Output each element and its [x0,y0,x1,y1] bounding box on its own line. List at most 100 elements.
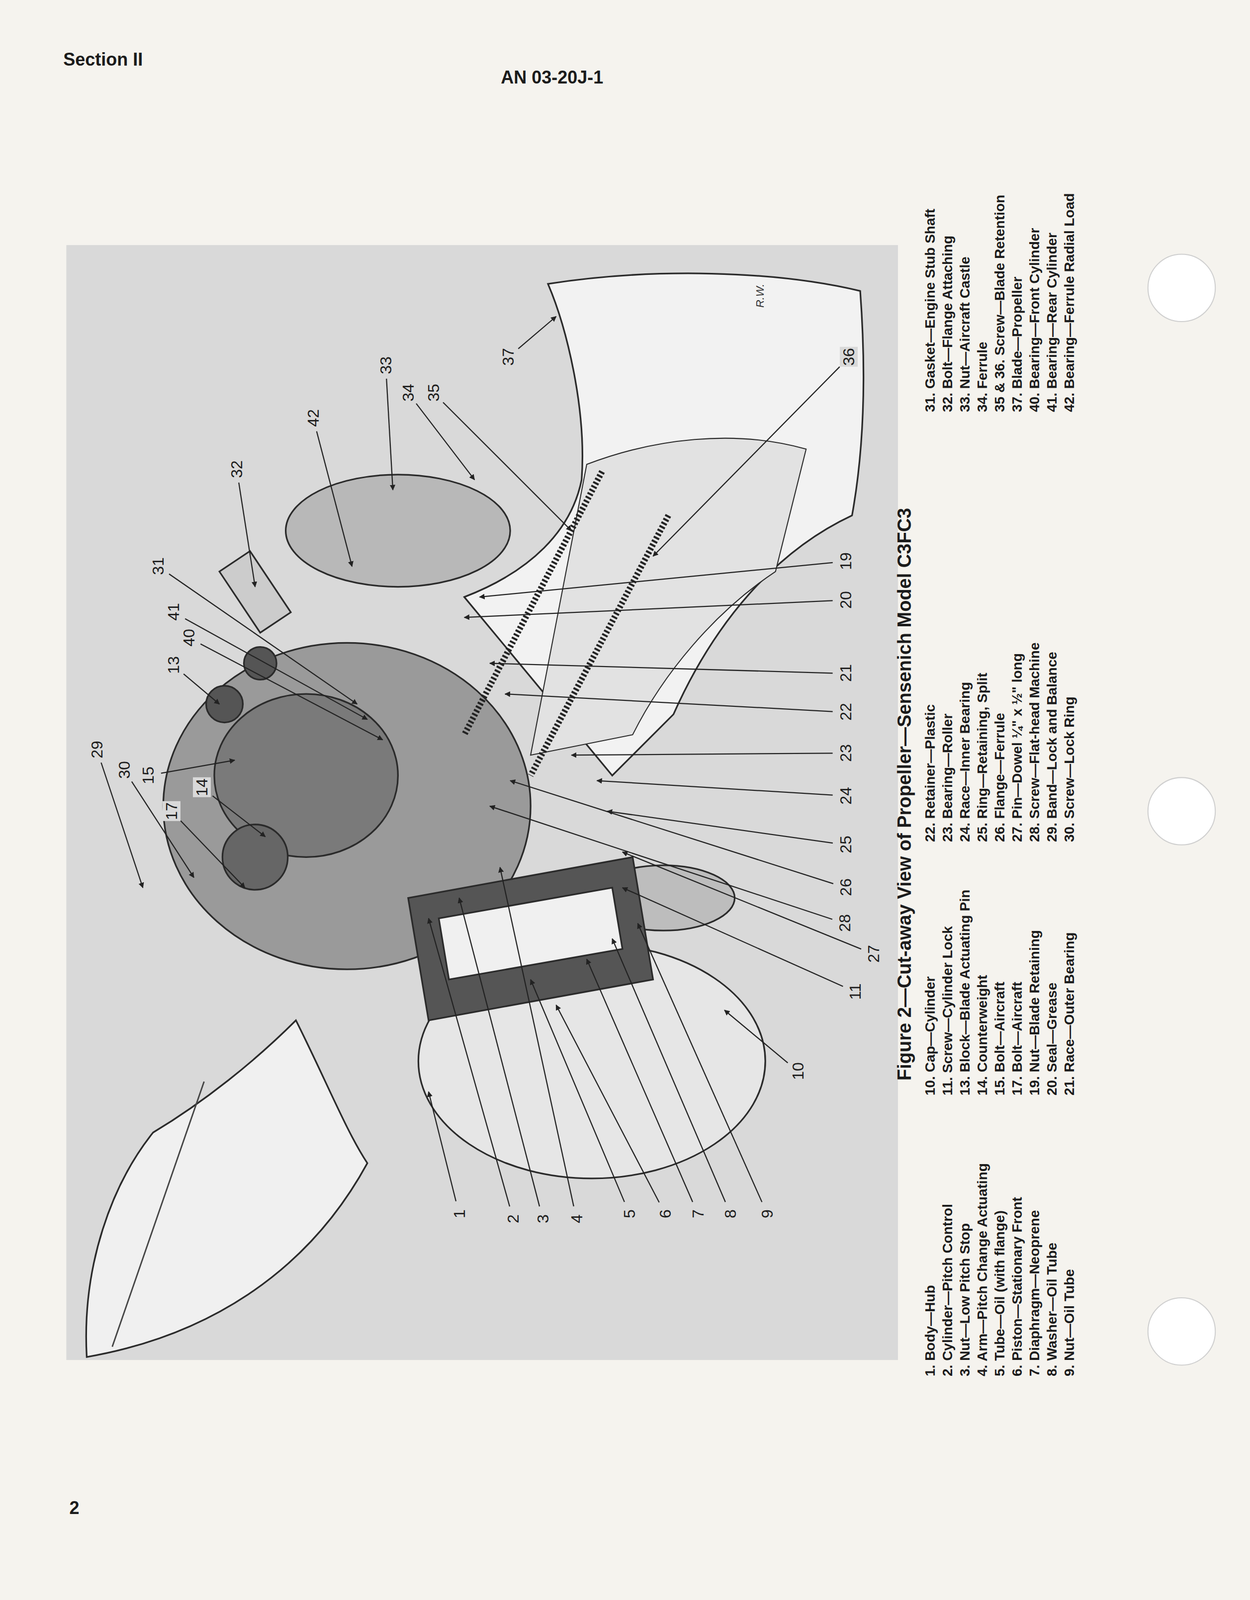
parts-list-entry: 8. Washer—Oil Tube [1043,1243,1061,1377]
callout-number: 27 [864,944,883,965]
callout-number: 28 [835,913,854,934]
parts-list-entry: 37. Blade—Propeller [1008,276,1026,413]
leader-line [489,806,833,920]
leader-line [238,482,256,588]
leader-line [652,366,840,557]
parts-list-entry: 32. Bolt—Flange Attaching [938,235,957,413]
parts-list-entry: 9. Nut—Oil Tube [1060,1269,1078,1378]
leader-line [416,403,475,480]
parts-list-entry: 27. Pin—Dowel ¼" x ½" long [1008,653,1026,843]
callout-number: 33 [376,355,395,376]
leader-line [100,762,143,889]
leader-line [637,923,763,1203]
callout-number: 21 [836,663,855,684]
leader-line [555,1005,659,1203]
callout-number: 32 [227,459,246,480]
callout-number: 23 [836,743,855,764]
leader-line [200,644,383,741]
cutaway-section [438,888,623,981]
parts-list-entry: 3. Nut—Low Pitch Stop [956,1223,974,1377]
callout-number: 22 [836,702,855,723]
leader-line [724,1010,788,1064]
parts-list-entry: 4. Arm—Pitch Change Actuating [973,1163,991,1378]
callout-number: 13 [164,655,183,676]
leader-lines [100,316,862,1208]
parts-list-entry: 20. Seal—Grease [1043,982,1061,1096]
photo-panel [66,245,898,1361]
leader-line [464,600,833,618]
callout-number: 35 [424,382,443,403]
callout-number: 37 [499,347,518,367]
page-header: AN 03-20J-1 [500,67,604,89]
callout-number: 40 [179,627,198,648]
caption-block: Figure 2—Cut-away View of Propeller—Sens… [892,163,1092,1377]
callout-number: 24 [836,786,855,806]
parts-list-entry: 41. Bearing—Rear Cylinder [1043,232,1061,413]
parts-list-entry: 5. Tube—Oil (with flange) [990,1211,1009,1378]
page-number: 2 [69,1498,80,1519]
leader-line [500,867,574,1207]
callout-number: 19 [836,551,855,572]
callout-number: 4 [567,1214,586,1226]
callout-number: 29 [88,740,106,761]
parts-list-entry: 30. Screw—Lock Ring [1060,697,1078,843]
cutaway-section [408,857,654,1021]
callout-number: 1 [450,1208,469,1220]
punch-hole [1148,254,1216,322]
callout-number: 17 [162,801,181,822]
parts-list-entry: 7. Diaphragm—Neoprene [1025,1210,1044,1378]
parts-list-entry: 22. Retainer—Plastic [921,704,939,843]
parts-list-entry: 35 & 36. Screw—Blade Retention [990,194,1009,413]
parts-list-entry: 2. Cylinder—Pitch Control [938,1204,957,1378]
callout-number: 25 [836,834,855,855]
retention-screw [530,515,669,776]
leader-line [459,898,540,1208]
parts-list-entry: 29. Band—Lock and Balance [1043,652,1061,843]
leader-line [586,959,693,1203]
callout-number: 36 [839,347,858,367]
callout-number: 30 [115,760,134,781]
parts-list-entry: 6. Piston—Stationary Front [1008,1197,1026,1378]
leader-line [443,402,572,532]
propeller-drawing [86,273,864,1358]
parts-list-entry: 34. Ferrule [973,342,991,413]
leader-line [622,852,862,950]
callout-number: 41 [164,602,183,623]
callout-number: 20 [836,590,855,611]
callout-number: 31 [149,556,168,577]
parts-list-entry: 13. Block—Blade Actuating Pin [956,890,974,1096]
parts-list-entry: 15. Bolt—Aircraft [990,982,1009,1097]
leader-line [169,574,358,705]
nut [243,647,277,681]
leader-line [180,820,245,889]
leader-line [597,781,833,796]
page-header: Section II [63,49,143,71]
callout-number: 7 [689,1208,708,1220]
leader-line [622,888,844,987]
leader-line [518,316,556,350]
leader-line [479,562,833,598]
nut [206,686,244,723]
callout-number: 2 [504,1214,523,1226]
propeller-blade [464,273,864,776]
leader-line [316,431,353,567]
flange-disk [285,474,511,588]
punch-hole [1148,1298,1216,1366]
leader-line [571,753,833,756]
callout-number: 9 [758,1208,777,1220]
leader-line [612,939,726,1203]
parts-list-entry: 17. Bolt—Aircraft [1008,982,1026,1097]
parts-list-entry: 42. Bearing—Ferrule Radial Load [1060,193,1078,413]
callout-number: 3 [534,1214,552,1226]
parts-list-entry: 21. Race—Outer Bearing [1060,932,1078,1096]
parts-list-entry: 1. Body—Hub [921,1285,939,1378]
parts-list-entry: 40. Bearing—Front Cylinder [1025,228,1044,413]
callout-number: 10 [789,1061,807,1082]
leader-line [428,1091,456,1202]
parts-list-entry: 11. Screw—Cylinder Lock [938,926,957,1097]
parts-list-entry: 25. Ring—Retaining, Split [973,673,991,843]
callout-number: 15 [139,765,158,786]
callout-number: 14 [192,778,211,799]
parts-list-entry: 33. Nut—Aircraft Castle [956,257,974,413]
parts-list-entry: 14. Counterweight [973,975,991,1097]
